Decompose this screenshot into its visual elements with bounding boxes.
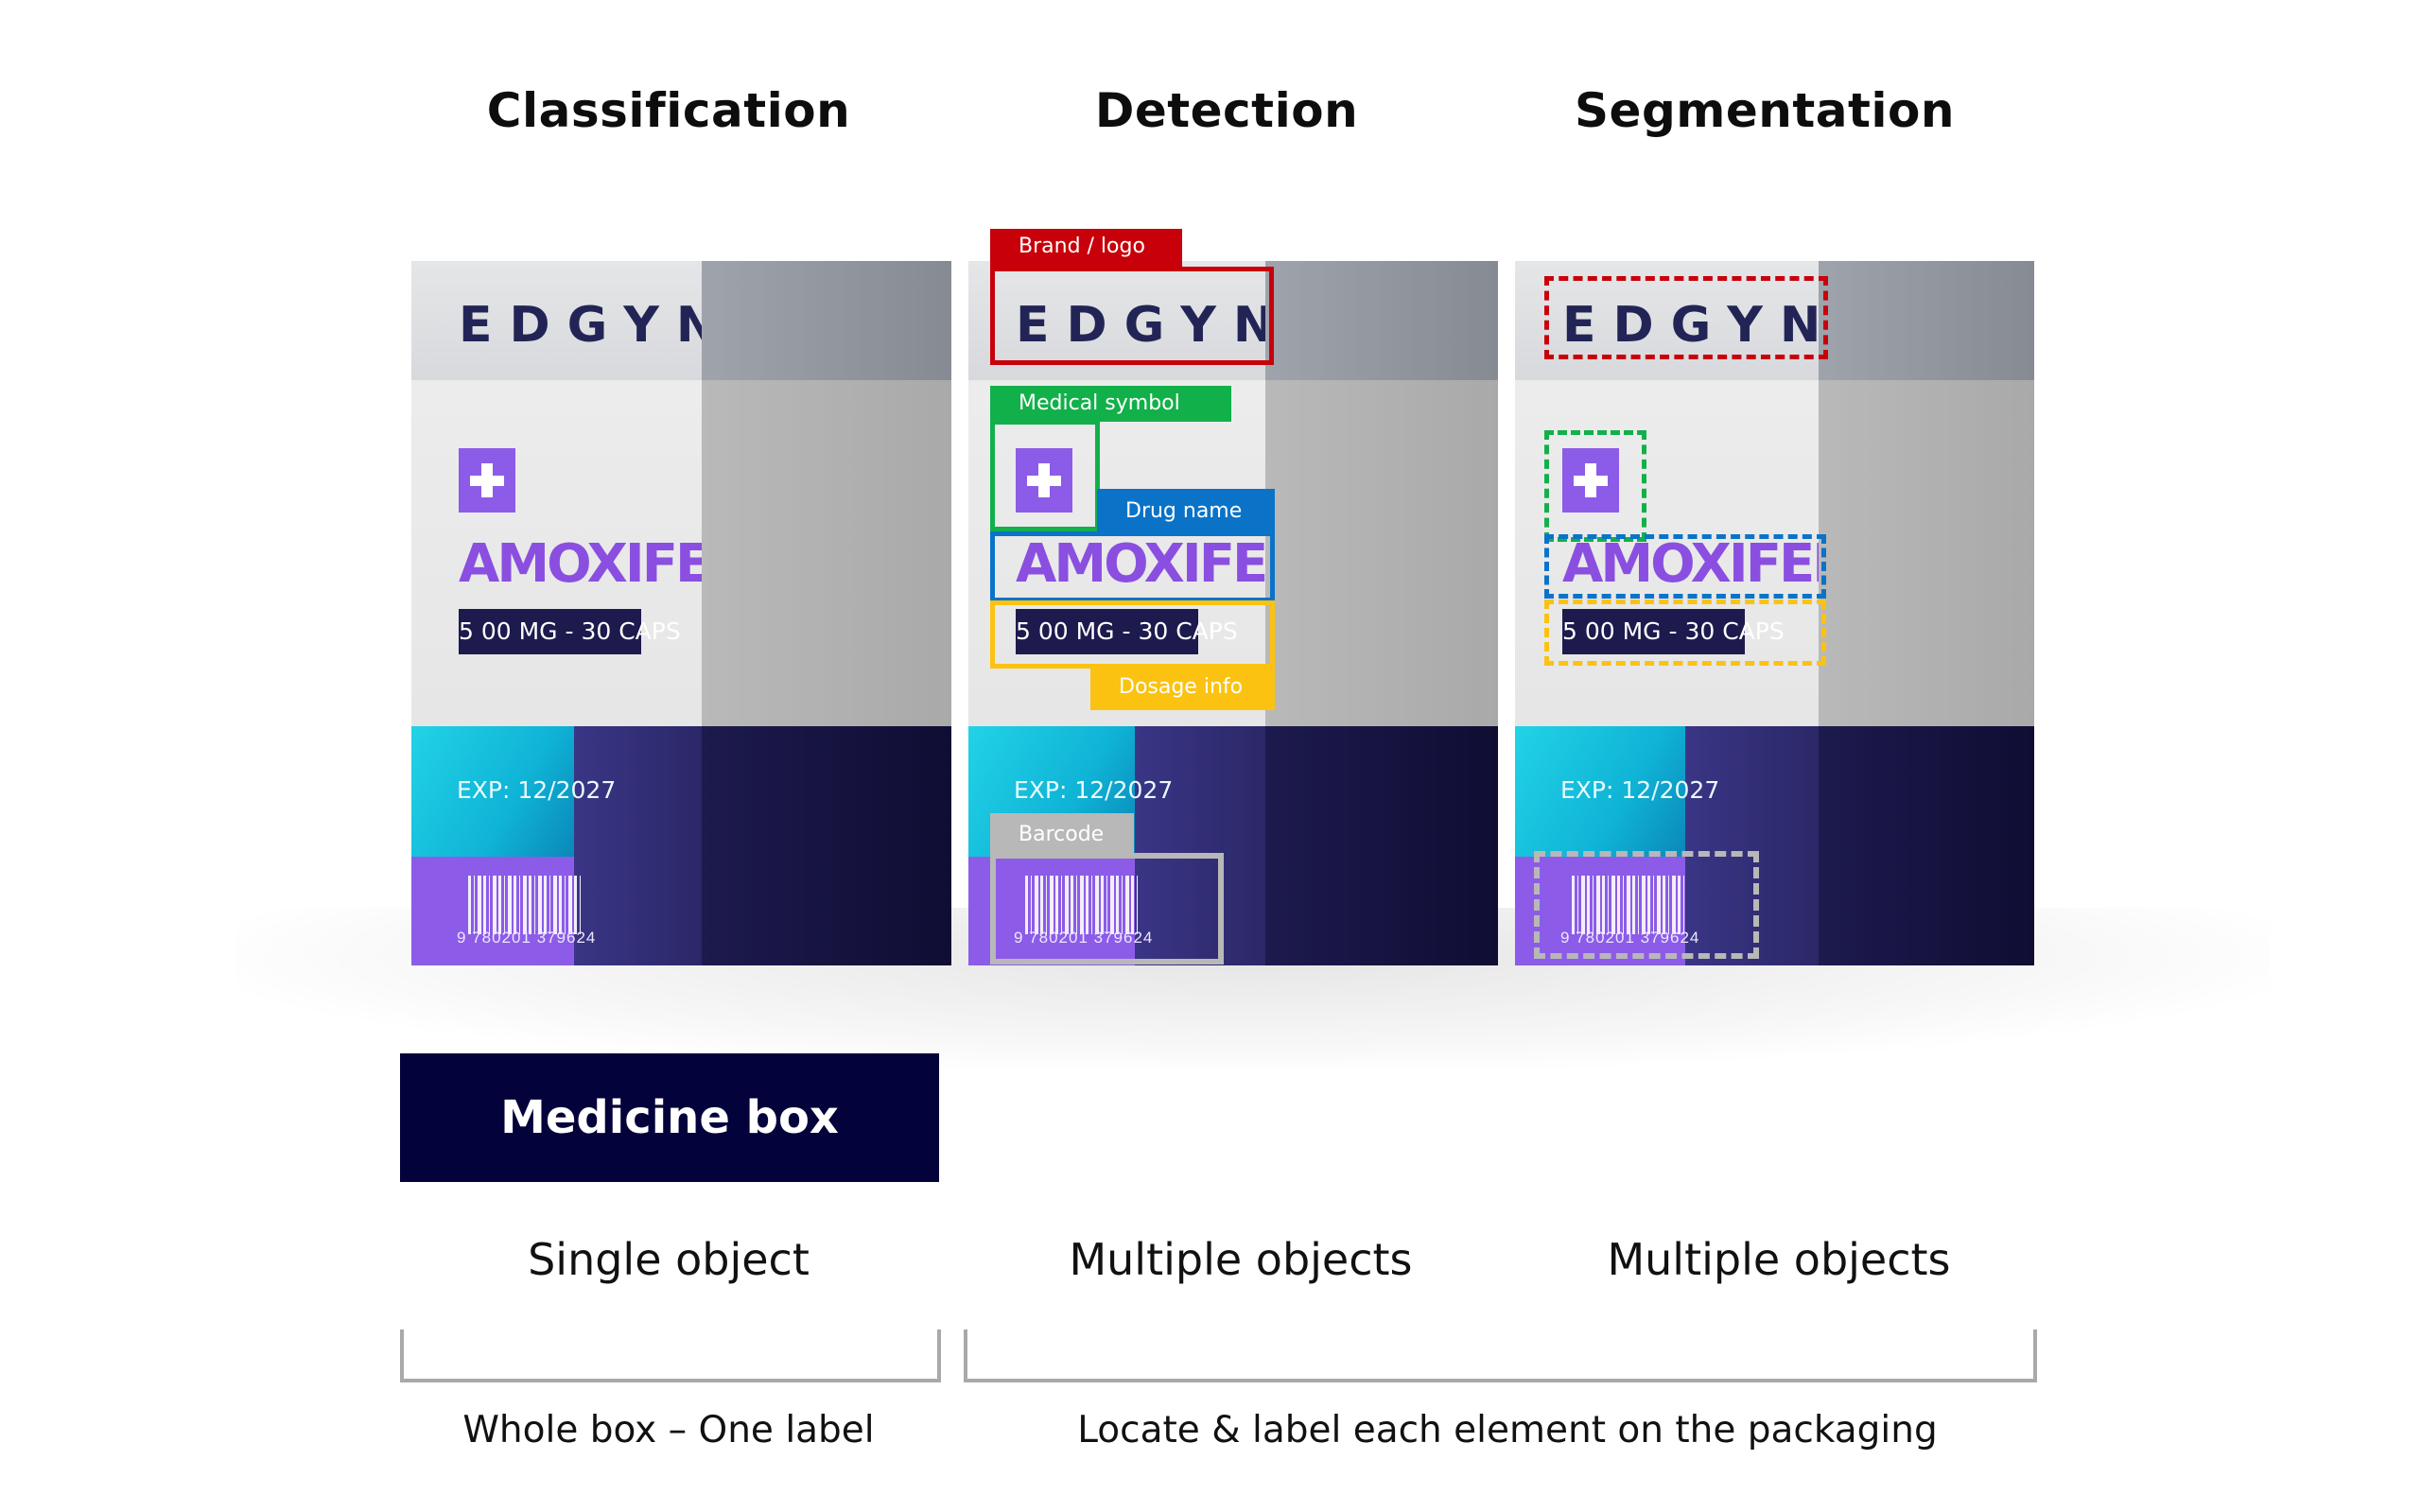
mask-barcode <box>1534 851 1759 959</box>
classification-label: Medicine box <box>400 1053 939 1182</box>
expiry-date: EXP: 12/2027 <box>1014 776 1174 804</box>
bbox-brand-logo <box>990 267 1274 365</box>
mask-brand-logo <box>1544 276 1828 359</box>
tag-barcode: Barcode <box>990 813 1134 857</box>
tag-dosage-info: Dosage info <box>1090 665 1275 710</box>
bracket-detection-segmentation <box>964 1330 2037 1382</box>
bbox-dosage-info <box>990 600 1275 669</box>
medicine-box-segmentation: EDGYN AMOXIFEN 5 00 MG - 30 CAPS EXP: 12… <box>1515 261 2034 965</box>
brand-logo: EDGYN <box>1562 297 1819 354</box>
subtitle-classification: Single object <box>528 1234 810 1285</box>
barcode-icon <box>1025 876 1139 934</box>
box-front-navy-panel <box>1685 726 1819 965</box>
dosage-info: 5 00 MG - 30 CAPS <box>459 609 681 654</box>
mask-medical-symbol <box>1544 430 1646 542</box>
barcode-number: 9 780201 379624 <box>457 929 597 947</box>
box-front: EDGYN AMOXIFEN 5 00 MG - 30 CAPS EXP: 12… <box>411 261 702 965</box>
bbox-medical-symbol <box>990 420 1100 531</box>
medical-cross-icon <box>1016 448 1072 513</box>
medical-cross-icon <box>1562 448 1619 513</box>
tag-brand-logo: Brand / logo <box>990 229 1182 267</box>
brand-logo: EDGYN <box>459 297 702 354</box>
box-side <box>702 261 951 965</box>
barcode-icon <box>468 876 582 934</box>
heading-classification: Classification <box>486 83 851 138</box>
box-side <box>1819 261 2034 965</box>
barcode-icon <box>1572 876 1685 934</box>
tag-drug-name: Drug name <box>1097 489 1275 534</box>
dosage-info: 5 00 MG - 30 CAPS <box>1562 609 1785 654</box>
heading-detection: Detection <box>1094 83 1359 138</box>
mask-dosage-info <box>1544 600 1826 666</box>
box-front-navy-panel <box>1135 726 1265 965</box>
mask-drug-name <box>1544 534 1826 599</box>
box-front: EDGYN AMOXIFEN 5 00 MG - 30 CAPS EXP: 12… <box>1515 261 1819 965</box>
barcode-number: 9 780201 379624 <box>1560 929 1700 947</box>
expiry-date: EXP: 12/2027 <box>457 776 617 804</box>
caption-detection-segmentation: Locate & label each element on the packa… <box>1077 1409 1938 1451</box>
brand-logo: EDGYN <box>1016 297 1265 354</box>
bbox-drug-name <box>990 531 1275 602</box>
heading-segmentation: Segmentation <box>1575 83 1955 138</box>
drug-name: AMOXIFEN <box>1016 533 1265 595</box>
medicine-box-classification: EDGYN AMOXIFEN 5 00 MG - 30 CAPS EXP: 12… <box>411 261 951 965</box>
drug-name: AMOXIFEN <box>1562 533 1819 595</box>
caption-classification: Whole box – One label <box>462 1409 875 1451</box>
bbox-barcode <box>990 853 1224 965</box>
barcode-number: 9 780201 379624 <box>1014 929 1154 947</box>
tag-medical-symbol: Medical symbol <box>990 386 1231 422</box>
bracket-classification <box>400 1330 941 1382</box>
expiry-date: EXP: 12/2027 <box>1560 776 1720 804</box>
medical-cross-icon <box>459 448 515 513</box>
box-side <box>1265 261 1498 965</box>
subtitle-detection: Multiple objects <box>1069 1234 1413 1285</box>
drug-name: AMOXIFEN <box>459 533 702 595</box>
subtitle-segmentation: Multiple objects <box>1607 1234 1951 1285</box>
box-front-navy-panel <box>574 726 702 965</box>
